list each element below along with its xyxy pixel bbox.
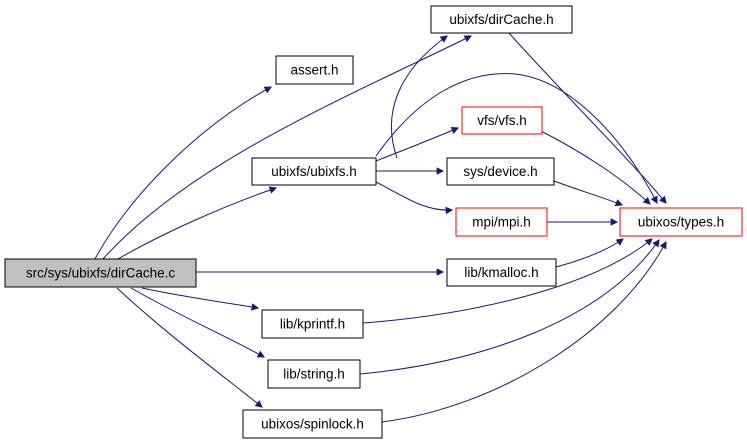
node-dircache_h[interactable]: ubixfs/dirCache.h <box>430 5 573 34</box>
edge-ubixfs_h-to-dircache_h <box>390 35 448 159</box>
node-string_h[interactable]: lib/string.h <box>267 359 361 389</box>
edge-main-to-string_h <box>130 287 265 358</box>
node-box-kprintf_h[interactable] <box>261 309 364 339</box>
node-ubixfs_h[interactable]: ubixfs/ubixfs.h <box>251 157 377 186</box>
edge-main-to-kprintf_h <box>141 287 260 311</box>
node-label-spinlock_h: ubixos/spinlock.h <box>261 417 364 432</box>
edge-main-to-ubixfs_h <box>117 186 278 260</box>
edge-ubixfs_h-to-vfs_h <box>375 127 460 162</box>
edge-spinlock_h-to-types_h <box>381 241 667 423</box>
node-label-types_h: ubixos/types.h <box>638 215 724 230</box>
edge-ubixfs_h-to-mpi_h <box>375 181 454 215</box>
node-main[interactable]: src/sys/ubixfs/dirCache.c <box>4 258 197 288</box>
edge-device_h-to-types_h <box>553 180 624 207</box>
edge-main-to-assert_h <box>94 86 272 260</box>
node-label-kprintf_h: lib/kprintf.h <box>280 317 345 332</box>
edges-layer <box>94 32 667 423</box>
node-kprintf_h[interactable]: lib/kprintf.h <box>261 309 364 339</box>
node-label-string_h: lib/string.h <box>283 367 345 382</box>
node-box-ubixfs_h[interactable] <box>251 157 377 186</box>
node-box-string_h[interactable] <box>267 359 361 389</box>
node-label-dircache_h: ubixfs/dirCache.h <box>449 12 553 27</box>
node-box-spinlock_h[interactable] <box>242 409 383 439</box>
node-box-assert_h[interactable] <box>275 55 354 85</box>
node-vfs_h[interactable]: vfs/vfs.h <box>461 106 543 135</box>
node-label-kmalloc_h: lib/kmalloc.h <box>464 265 538 280</box>
node-label-vfs_h: vfs/vfs.h <box>477 113 527 128</box>
node-device_h[interactable]: sys/device.h <box>446 157 555 186</box>
node-label-ubixfs_h: ubixfs/ubixfs.h <box>271 164 357 179</box>
edge-vfs_h-to-types_h <box>540 130 651 205</box>
nodes-layer: src/sys/ubixfs/dirCache.c ubixfs/dirCache… <box>4 5 743 439</box>
node-label-device_h: sys/device.h <box>463 164 537 179</box>
node-box-mpi_h[interactable] <box>455 207 548 237</box>
node-types_h[interactable]: ubixos/types.h <box>619 207 743 237</box>
node-box-kmalloc_h[interactable] <box>446 258 557 287</box>
edge-ubixfs_h-to-types_h <box>375 73 658 205</box>
edge-kmalloc_h-to-types_h <box>555 238 624 268</box>
node-label-assert_h: assert.h <box>290 63 338 78</box>
node-spinlock_h[interactable]: ubixos/spinlock.h <box>242 409 383 439</box>
node-box-device_h[interactable] <box>446 157 555 186</box>
node-box-dircache_h[interactable] <box>430 5 573 34</box>
node-mpi_h[interactable]: mpi/mpi.h <box>455 207 548 237</box>
node-label-mpi_h: mpi/mpi.h <box>472 215 531 230</box>
node-box-types_h[interactable] <box>619 207 743 237</box>
edge-kprintf_h-to-types_h <box>362 238 653 324</box>
edge-string_h-to-types_h <box>359 239 660 375</box>
node-box-vfs_h[interactable] <box>461 106 543 135</box>
edge-main-to-spinlock_h <box>116 287 263 408</box>
node-box-main[interactable] <box>4 258 197 288</box>
edge-dircache_h-to-types_h <box>508 32 667 204</box>
node-assert_h[interactable]: assert.h <box>275 55 354 85</box>
node-kmalloc_h[interactable]: lib/kmalloc.h <box>446 258 557 287</box>
node-label-main: src/sys/ubixfs/dirCache.c <box>26 266 176 281</box>
